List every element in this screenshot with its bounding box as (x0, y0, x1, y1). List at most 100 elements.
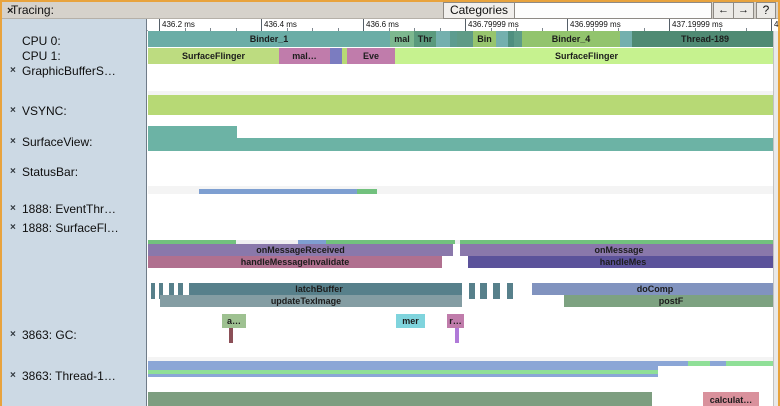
trace-slice-unlabeled[interactable] (688, 361, 710, 366)
track-label-text: CPU 0: (22, 34, 61, 48)
trace-slice-unlabeled[interactable] (148, 366, 658, 370)
trace-slice[interactable]: postF (564, 295, 778, 307)
trace-slice-unlabeled[interactable] (148, 126, 237, 138)
track-label-text: 1888: EventThr… (22, 202, 117, 216)
trace-slice-unlabeled[interactable] (726, 361, 778, 366)
trace-slice[interactable]: mal (390, 31, 414, 47)
track-label-row[interactable]: ×1888: SurfaceFl… (2, 221, 147, 235)
trace-slice-unlabeled[interactable] (169, 283, 174, 299)
help-button[interactable]: ? (756, 1, 776, 19)
trace-slice-unlabeled[interactable] (493, 283, 500, 299)
trace-slice[interactable]: Binder_4 (522, 31, 620, 47)
close-track-icon[interactable]: × (10, 105, 16, 116)
trace-slice-unlabeled[interactable] (455, 240, 460, 244)
trace-slice-unlabeled[interactable] (148, 370, 658, 374)
close-track-icon[interactable]: × (10, 329, 16, 340)
track-label-row[interactable]: × SurfaceView: (2, 135, 147, 149)
trace-slice-unlabeled[interactable] (298, 240, 326, 244)
trace-slice-unlabeled[interactable] (148, 374, 658, 377)
trace-slice-unlabeled[interactable] (148, 392, 652, 406)
trace-slice-unlabeled[interactable] (514, 31, 522, 47)
trace-slice[interactable]: mal… (279, 48, 330, 64)
close-track-icon[interactable]: × (10, 203, 16, 214)
trace-slice-unlabeled[interactable] (449, 283, 462, 295)
track-label-text: GraphicBufferS… (22, 64, 116, 78)
vertical-scrollbar[interactable] (773, 31, 778, 406)
trace-slice[interactable]: Thread-189 (632, 31, 778, 47)
trace-slice[interactable]: doComp (532, 283, 778, 295)
trace-slice-unlabeled[interactable] (342, 48, 347, 64)
close-track-icon[interactable]: × (10, 136, 16, 147)
trace-slice-unlabeled[interactable] (178, 283, 183, 299)
trace-slice-unlabeled[interactable] (455, 328, 459, 343)
trace-slice[interactable]: Binder_1 (148, 31, 390, 47)
trace-slice[interactable]: Bin (473, 31, 496, 47)
ruler-tick-minor (592, 28, 594, 31)
title-area: × Tracing: (2, 2, 54, 18)
close-icon[interactable]: × (7, 5, 14, 17)
trace-slice-unlabeled[interactable] (199, 189, 357, 194)
trace-slice-unlabeled[interactable] (496, 31, 508, 47)
trace-slice[interactable]: SurfaceFlinger (148, 48, 279, 64)
categories-button[interactable]: Categories (442, 1, 515, 19)
ruler-tick-minor (720, 28, 721, 31)
trace-slice[interactable]: r… (447, 314, 464, 328)
trace-slice[interactable]: onMessage (460, 244, 778, 256)
close-track-icon[interactable]: × (10, 65, 16, 76)
track-label-row[interactable]: ×VSYNC: (2, 104, 147, 118)
trace-slice-unlabeled[interactable] (507, 283, 513, 299)
close-track-icon[interactable]: × (10, 370, 16, 381)
ruler-tick-minor (516, 28, 517, 31)
next-button[interactable]: → (733, 1, 754, 19)
trace-slice-unlabeled[interactable] (229, 328, 233, 343)
trace-slice[interactable]: handleMes (468, 256, 778, 268)
trace-slice[interactable]: a… (222, 314, 246, 328)
close-track-icon[interactable]: × (10, 166, 16, 177)
trace-slice-unlabeled[interactable] (159, 283, 163, 299)
trace-slice-unlabeled[interactable] (508, 31, 514, 47)
ruler-tick-minor (643, 28, 645, 31)
trace-slice[interactable]: SurfaceFlinger (395, 48, 778, 64)
trace-slice[interactable]: updateTexImage (160, 295, 452, 307)
trace-slice[interactable]: Eve (347, 48, 395, 64)
prev-button[interactable]: ← (713, 1, 734, 19)
trace-slice-unlabeled[interactable] (148, 95, 778, 115)
trace-slice-unlabeled[interactable] (620, 31, 632, 47)
trace-slice-unlabeled[interactable] (236, 240, 298, 244)
category-filter-input[interactable] (514, 1, 712, 19)
trace-slice-unlabeled[interactable] (460, 240, 778, 244)
track-label-row[interactable]: ×3863: GC: (2, 328, 147, 342)
trace-slice-unlabeled[interactable] (450, 31, 457, 47)
trace-slice-unlabeled[interactable] (148, 361, 688, 366)
track-label-text: SurfaceView: (22, 135, 93, 149)
track-label-row[interactable]: ×3863: Thread-1… (2, 369, 147, 383)
track-label-row[interactable]: × 1888: EventThr… (2, 202, 147, 216)
track-label-row[interactable]: ×CPU 0: (2, 34, 147, 48)
trace-slice-unlabeled[interactable] (330, 48, 342, 64)
track-label-row[interactable]: ×StatusBar: (2, 165, 147, 179)
ruler-left-gutter (2, 19, 147, 31)
trace-slice-unlabeled[interactable] (469, 283, 475, 299)
close-track-icon[interactable]: × (10, 222, 16, 233)
trace-slice[interactable]: mer (396, 314, 425, 328)
trace-slice[interactable]: onMessageReceived (148, 244, 453, 256)
trace-slice-unlabeled[interactable] (457, 31, 473, 47)
trace-slice-unlabeled[interactable] (480, 283, 487, 299)
trace-slice-unlabeled[interactable] (148, 138, 778, 151)
trace-slice-unlabeled[interactable] (151, 283, 155, 299)
trace-slice-unlabeled[interactable] (710, 361, 726, 366)
trace-slice-unlabeled[interactable] (326, 240, 455, 244)
trace-slice-unlabeled[interactable] (357, 189, 377, 194)
track-label-row[interactable]: ×CPU 1: (2, 49, 147, 63)
track-label-row[interactable]: × GraphicBufferS… (2, 64, 147, 78)
trace-slice-unlabeled[interactable] (436, 31, 450, 47)
trace-slice-unlabeled[interactable] (452, 295, 462, 307)
trace-slice[interactable]: Thr (414, 31, 436, 47)
trace-slice-unlabeled[interactable] (148, 240, 236, 244)
trace-slice[interactable]: calculat… (703, 392, 759, 406)
trace-slice[interactable]: handleMessageInvalidate (148, 256, 442, 268)
trace-slice[interactable]: latchBuffer (189, 283, 449, 295)
